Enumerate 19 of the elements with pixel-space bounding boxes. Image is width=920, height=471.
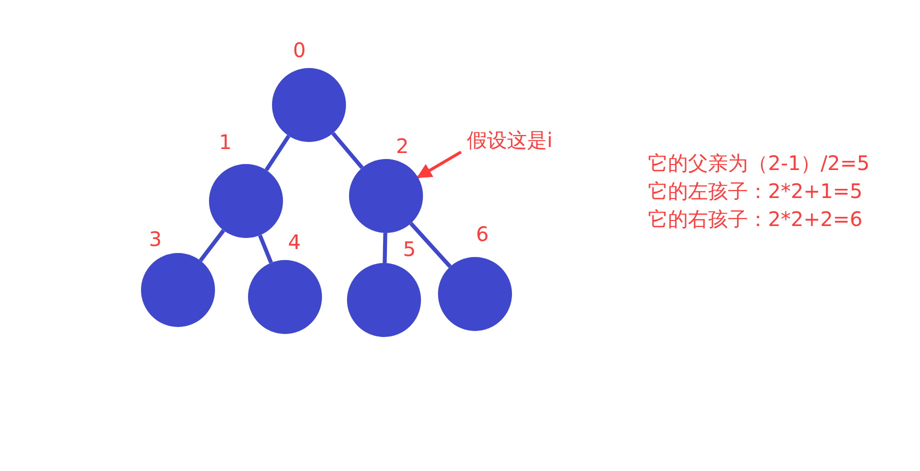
tree-branch [264,134,290,172]
node-number: 4 [288,230,301,254]
note-text: 它的父亲为（2-1）/2=5 [648,151,870,175]
tree-branch [331,132,364,170]
node-number: 3 [149,227,162,251]
node-number: 6 [476,222,489,246]
node-number: 0 [293,38,306,62]
note-text: 它的左孩子：2*2+1=5 [648,179,862,203]
tree-branch [198,229,226,262]
node-number: 2 [396,134,409,158]
tree-branch [409,222,452,268]
tree-branch [258,234,273,264]
tree-node-circle [349,159,423,233]
arrow [416,150,462,179]
node-number: 1 [219,130,232,154]
tree-branch [382,232,388,264]
annotation-text: 假设这是i [467,128,553,152]
note-text: 它的右孩子：2*2+2=6 [648,207,862,231]
node-number: 5 [403,237,416,261]
